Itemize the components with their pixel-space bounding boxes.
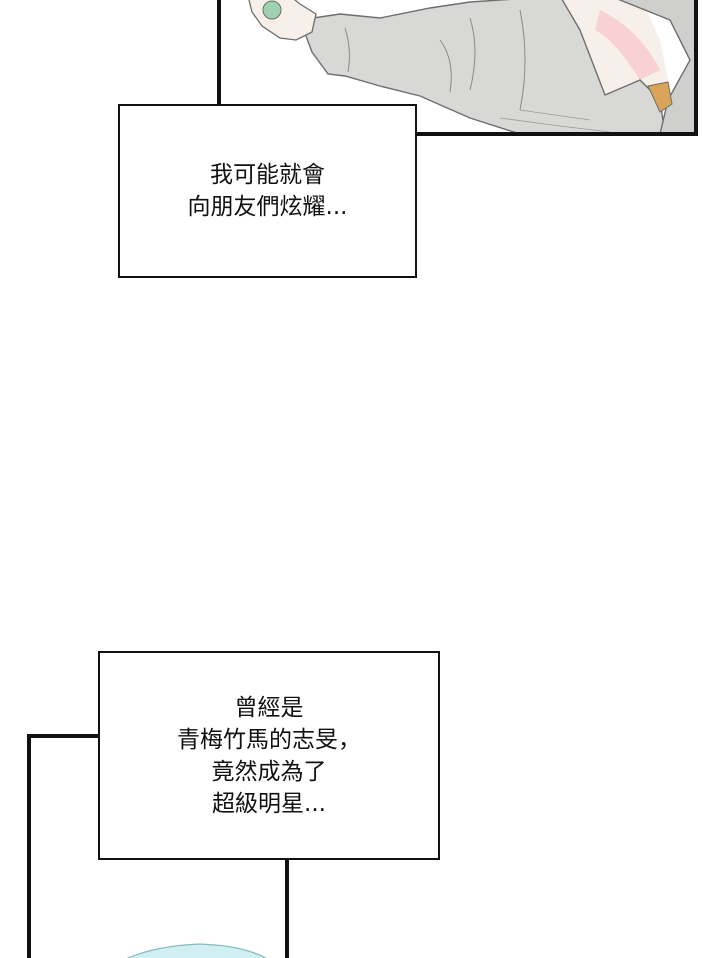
caption-line: 青梅竹馬的志旻， (177, 726, 361, 753)
caption-line: 超級明星... (212, 790, 326, 817)
caption-box-top: 我可能就會 向朋友們炫耀... (118, 104, 417, 278)
sleeve-folds (344, 9, 526, 111)
motion-lines (499, 109, 611, 133)
caption-line: 我可能就會 (210, 162, 325, 188)
cheek-blush (595, 10, 660, 80)
green-ball (262, 0, 282, 20)
caption-line: 向朋友們炫耀... (187, 194, 348, 220)
top-panel (217, 0, 698, 136)
caption-line: 竟然成為了 (211, 758, 327, 785)
top-panel-border (217, 0, 698, 136)
hoodie-lining (647, 81, 673, 113)
caption-box-bottom: 曾經是 青梅竹馬的志旻， 竟然成為了 超級明星... (98, 651, 440, 860)
caption-line: 曾經是 (234, 694, 304, 721)
hair-fragment (126, 943, 267, 958)
